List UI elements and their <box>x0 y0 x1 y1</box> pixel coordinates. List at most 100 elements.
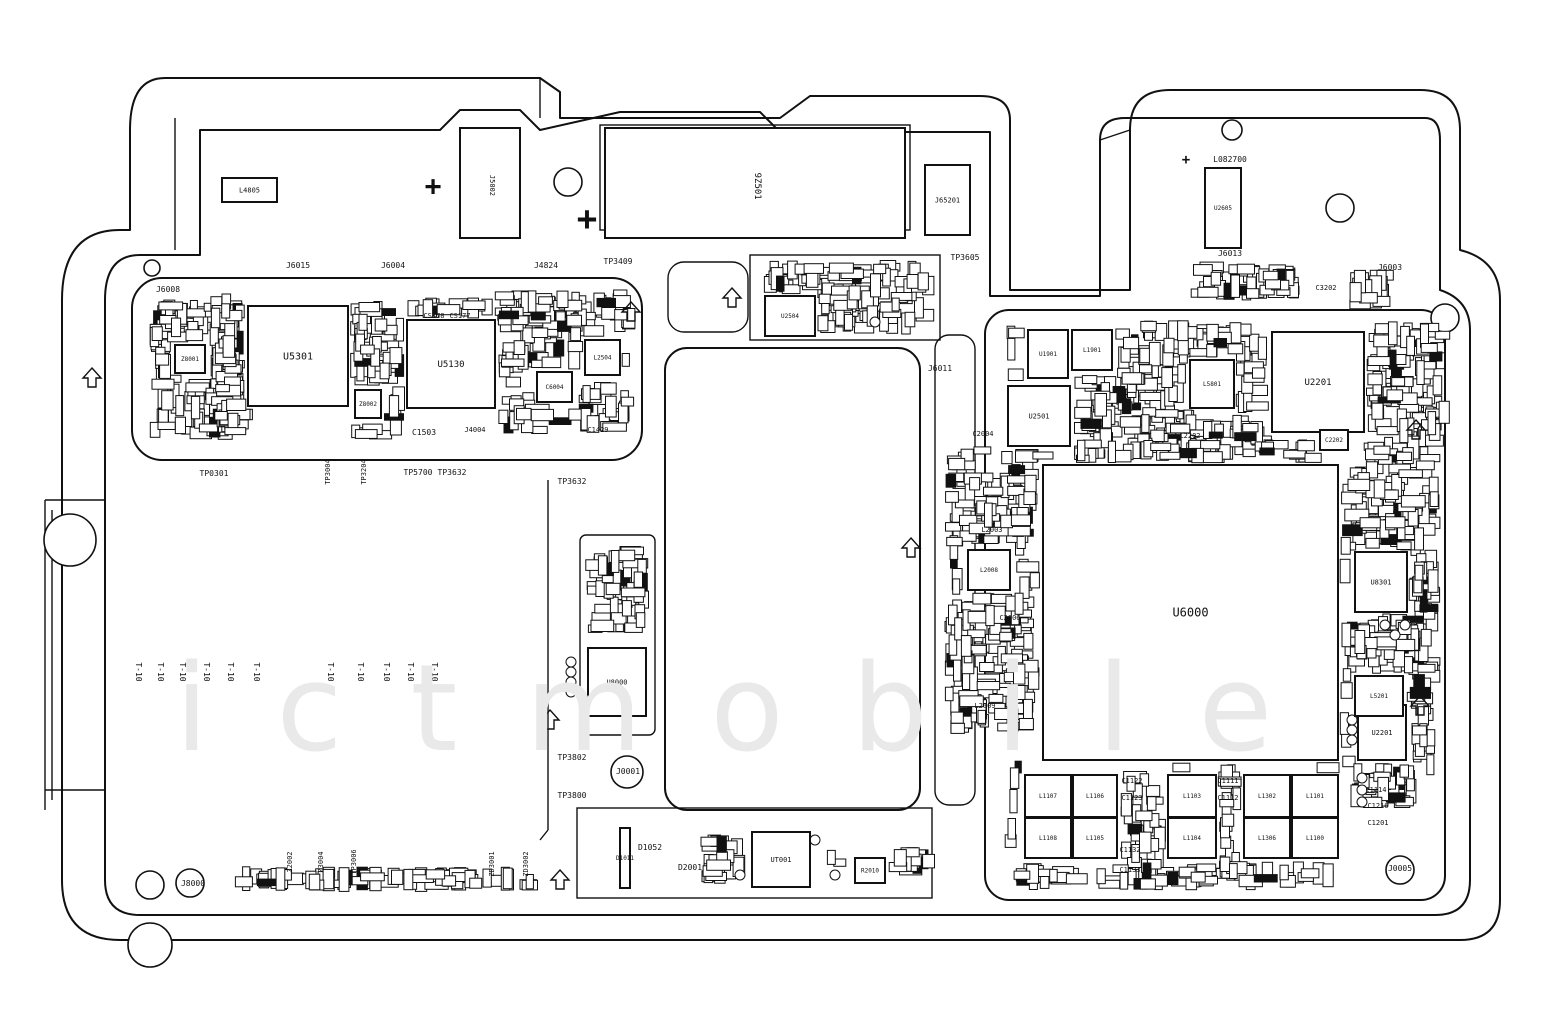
ic-chip-label: UT001 <box>770 856 791 864</box>
smd-component <box>1434 330 1451 340</box>
smd-component <box>904 311 916 328</box>
smd-component <box>1141 414 1150 433</box>
smd-component <box>826 849 836 865</box>
smd-component <box>1415 460 1435 471</box>
smd-component <box>1007 335 1016 361</box>
smd-component <box>1276 268 1286 290</box>
smd-component <box>1120 346 1131 363</box>
smd-component <box>1322 863 1334 888</box>
smd-component <box>602 422 627 432</box>
round-pad <box>809 834 821 846</box>
smd-component <box>1420 343 1438 353</box>
ic-chip-label: U5130 <box>437 360 464 370</box>
smd-component <box>620 396 635 407</box>
smd-component <box>1163 337 1175 354</box>
smd-component <box>527 290 537 313</box>
smd-component <box>1010 514 1032 527</box>
smd-component <box>1396 451 1412 462</box>
smd-component <box>358 302 381 313</box>
smd-component <box>1316 762 1340 774</box>
smd-component <box>1420 628 1432 647</box>
smd-component <box>828 262 854 274</box>
smd-component <box>1432 375 1443 396</box>
smd-component <box>954 499 975 509</box>
plus-mark: + <box>1182 152 1190 168</box>
smd-component <box>1427 411 1437 436</box>
smd-component <box>917 272 929 291</box>
smd-component <box>1014 592 1024 615</box>
smd-component <box>1341 622 1352 648</box>
ref-designator: C1503 <box>412 428 436 437</box>
arrow-marker <box>81 366 103 388</box>
ref-designator: C1429 <box>587 426 608 434</box>
ic-chip-body <box>1189 359 1235 409</box>
smd-component <box>1221 813 1235 827</box>
smd-component <box>1098 879 1121 889</box>
ic-chip-label: U1901 <box>1039 351 1057 358</box>
smd-component <box>210 307 221 329</box>
smd-component <box>1365 537 1380 549</box>
ic-chip-body <box>1243 774 1291 818</box>
smd-component <box>967 629 986 639</box>
smd-component <box>1127 823 1143 835</box>
ref-designator: J6008 <box>156 285 180 294</box>
smd-component <box>1414 527 1424 551</box>
smd-component <box>1013 663 1026 685</box>
smd-component <box>973 446 992 455</box>
smd-component <box>1123 336 1140 350</box>
smd-component <box>1385 516 1406 529</box>
smd-component <box>596 297 616 308</box>
smd-component <box>1121 372 1143 385</box>
smd-component <box>633 571 644 588</box>
smd-component <box>618 549 636 562</box>
smd-component <box>570 327 582 342</box>
smd-component <box>1412 725 1427 736</box>
smd-component <box>996 687 1018 697</box>
smd-component <box>1099 428 1112 449</box>
smd-component <box>1344 508 1370 522</box>
smd-component <box>1242 423 1259 433</box>
smd-component <box>1142 862 1152 884</box>
smd-component <box>959 695 984 708</box>
ic-chip-body <box>854 857 886 884</box>
smd-component <box>215 384 230 393</box>
smd-component <box>1398 469 1423 478</box>
ic-chip-body <box>967 549 1011 591</box>
smd-component <box>967 610 987 624</box>
ic-chip-body <box>1291 774 1339 818</box>
ref-designator: J4004 <box>464 426 485 434</box>
smd-component <box>882 267 891 287</box>
ref-designator: C1201 <box>1367 819 1388 827</box>
smd-component <box>441 875 457 887</box>
smd-component <box>1219 799 1235 808</box>
smd-component <box>1232 787 1242 811</box>
smd-component <box>1427 569 1439 593</box>
smd-component <box>1400 495 1426 508</box>
smd-component <box>600 382 617 395</box>
ref-designator: L2009 <box>974 702 995 710</box>
ic-chip-label: L5201 <box>1370 693 1388 700</box>
ref-designator: Z2002 <box>286 851 294 872</box>
smd-component <box>1000 653 1023 664</box>
smd-component <box>1391 366 1402 383</box>
smd-component <box>1014 760 1022 774</box>
smd-component <box>817 315 829 332</box>
ic-chip-label: L1106 <box>1086 793 1104 800</box>
smd-component <box>1154 409 1179 418</box>
smd-component <box>969 477 981 491</box>
smd-component <box>948 634 958 656</box>
ref-designator: J6004 <box>381 261 405 270</box>
smd-component <box>979 662 995 672</box>
smd-component <box>548 417 572 425</box>
smd-component <box>161 390 174 411</box>
plus-mark: + <box>577 199 597 239</box>
smd-component <box>1253 874 1278 883</box>
smd-component <box>1016 876 1036 886</box>
smd-component <box>538 296 553 305</box>
test-point-label: T-10 <box>178 662 187 681</box>
ref-designator: C1112 <box>1217 794 1238 802</box>
smd-component <box>1227 343 1244 355</box>
round-pad <box>1356 772 1368 784</box>
smd-component <box>367 364 376 379</box>
ic-chip-label: Z8002 <box>359 401 377 408</box>
